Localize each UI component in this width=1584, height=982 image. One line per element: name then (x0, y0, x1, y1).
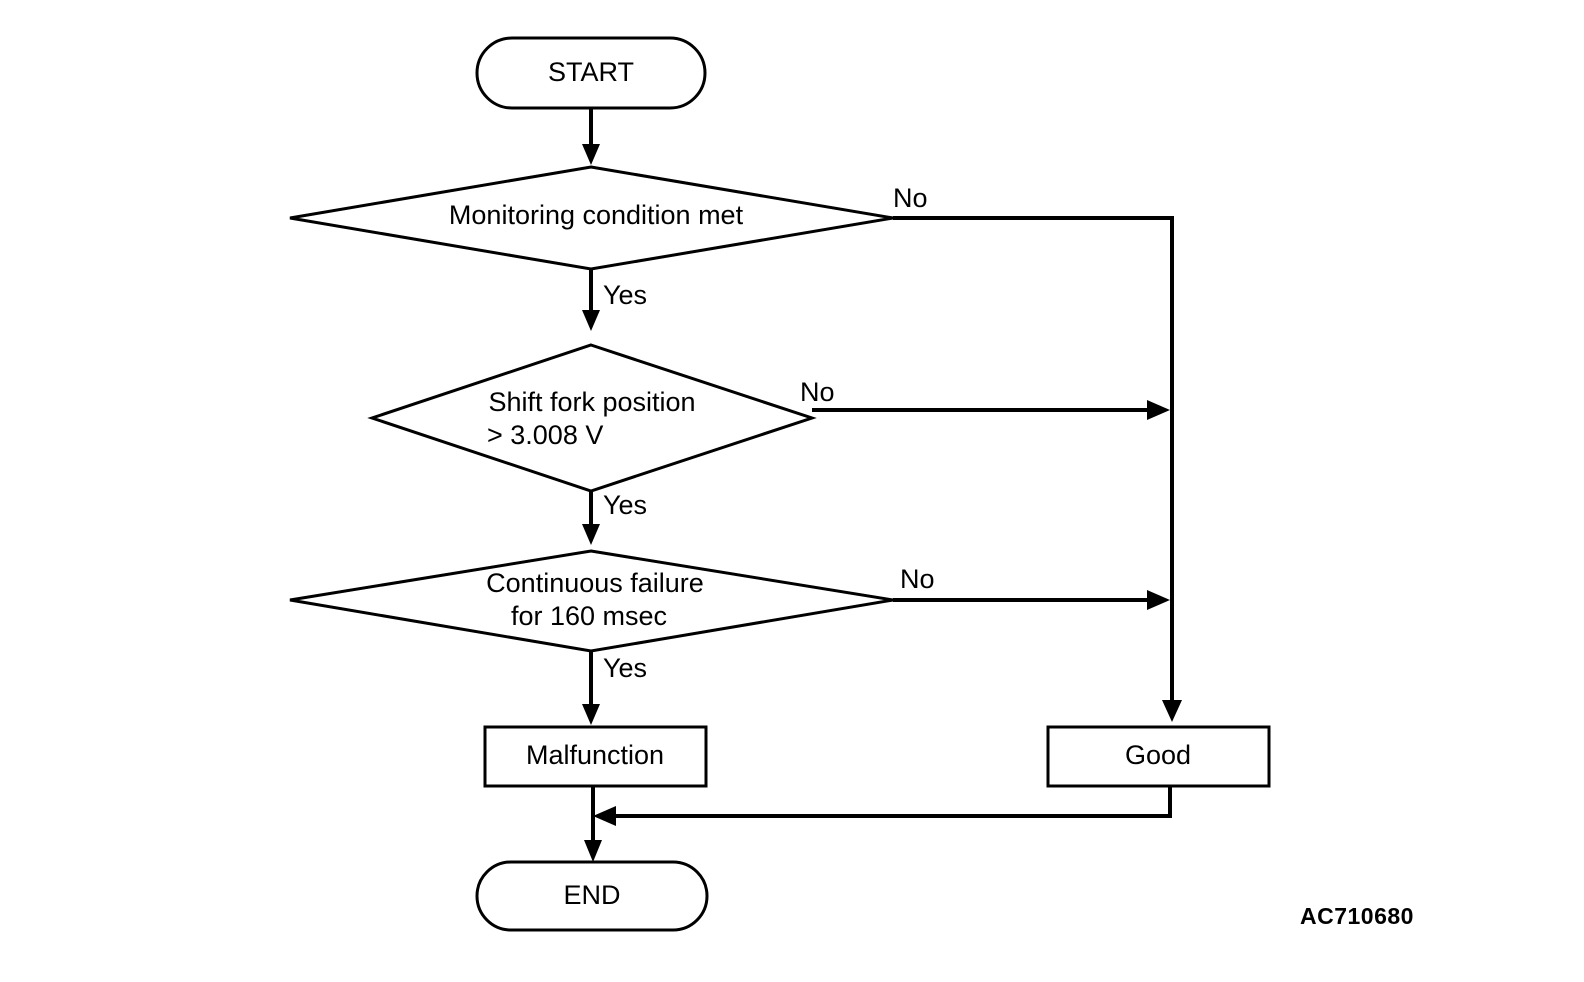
figure-reference-code: AC710680 (1300, 903, 1414, 929)
branch-label-decision1-no: No (893, 183, 928, 213)
node-end: END (475, 860, 709, 932)
decision2-label-line1: Shift fork position (488, 387, 695, 417)
branch-label-decision3-no: No (900, 564, 935, 594)
decision2-diamond-shape (367, 343, 817, 493)
decision3-label-line2: for 160 msec (511, 601, 667, 631)
end-label: END (563, 880, 620, 910)
arrow-head-down-icon (582, 144, 600, 165)
connector-decision2-no (812, 400, 1170, 420)
connector-decision3-no (893, 590, 1170, 610)
decision3-label-line1: Continuous failure (486, 568, 704, 598)
node-good: Good (1046, 725, 1271, 788)
decision2-label-line2: > 3.008 V (487, 420, 603, 450)
good-label: Good (1125, 740, 1191, 770)
arrow-head-left-icon (593, 806, 616, 826)
connector-start-to-decision1 (582, 108, 600, 165)
branch-label-decision2-no: No (800, 377, 835, 407)
malfunction-box-shape (483, 725, 708, 788)
connector-decision1-yes (582, 269, 600, 331)
start-label: START (548, 57, 634, 87)
branch-label-decision2-yes: Yes (603, 490, 647, 520)
arrow-head-down-icon (584, 840, 602, 862)
connector-malfunction-to-end (584, 786, 602, 862)
connector-good-to-merge (593, 786, 1172, 826)
connector-decision3-yes (582, 651, 600, 725)
arrow-head-right-icon (1147, 590, 1170, 610)
branch-label-decision3-yes: Yes (603, 653, 647, 683)
arrow-head-down-icon (582, 524, 600, 545)
end-terminator-shape (475, 860, 709, 932)
node-decision1: Monitoring condition met (289, 165, 894, 271)
arrow-head-down-icon (1162, 700, 1182, 722)
malfunction-label: Malfunction (526, 740, 664, 770)
branch-label-decision1-yes: Yes (603, 280, 647, 310)
decision1-label-line1: Monitoring condition met (449, 200, 744, 230)
good-box-shape (1046, 725, 1271, 788)
arrow-head-down-icon (582, 310, 600, 331)
connector-decision2-yes (582, 491, 600, 545)
arrow-head-right-icon (1147, 400, 1170, 420)
node-decision2: Shift fork position > 3.008 V (367, 343, 817, 493)
connector-decision1-no (893, 216, 1182, 722)
node-decision3: Continuous failure for 160 msec (289, 549, 894, 653)
arrow-head-down-icon (582, 704, 600, 725)
node-malfunction: Malfunction (483, 725, 708, 788)
node-start: START (475, 36, 707, 110)
